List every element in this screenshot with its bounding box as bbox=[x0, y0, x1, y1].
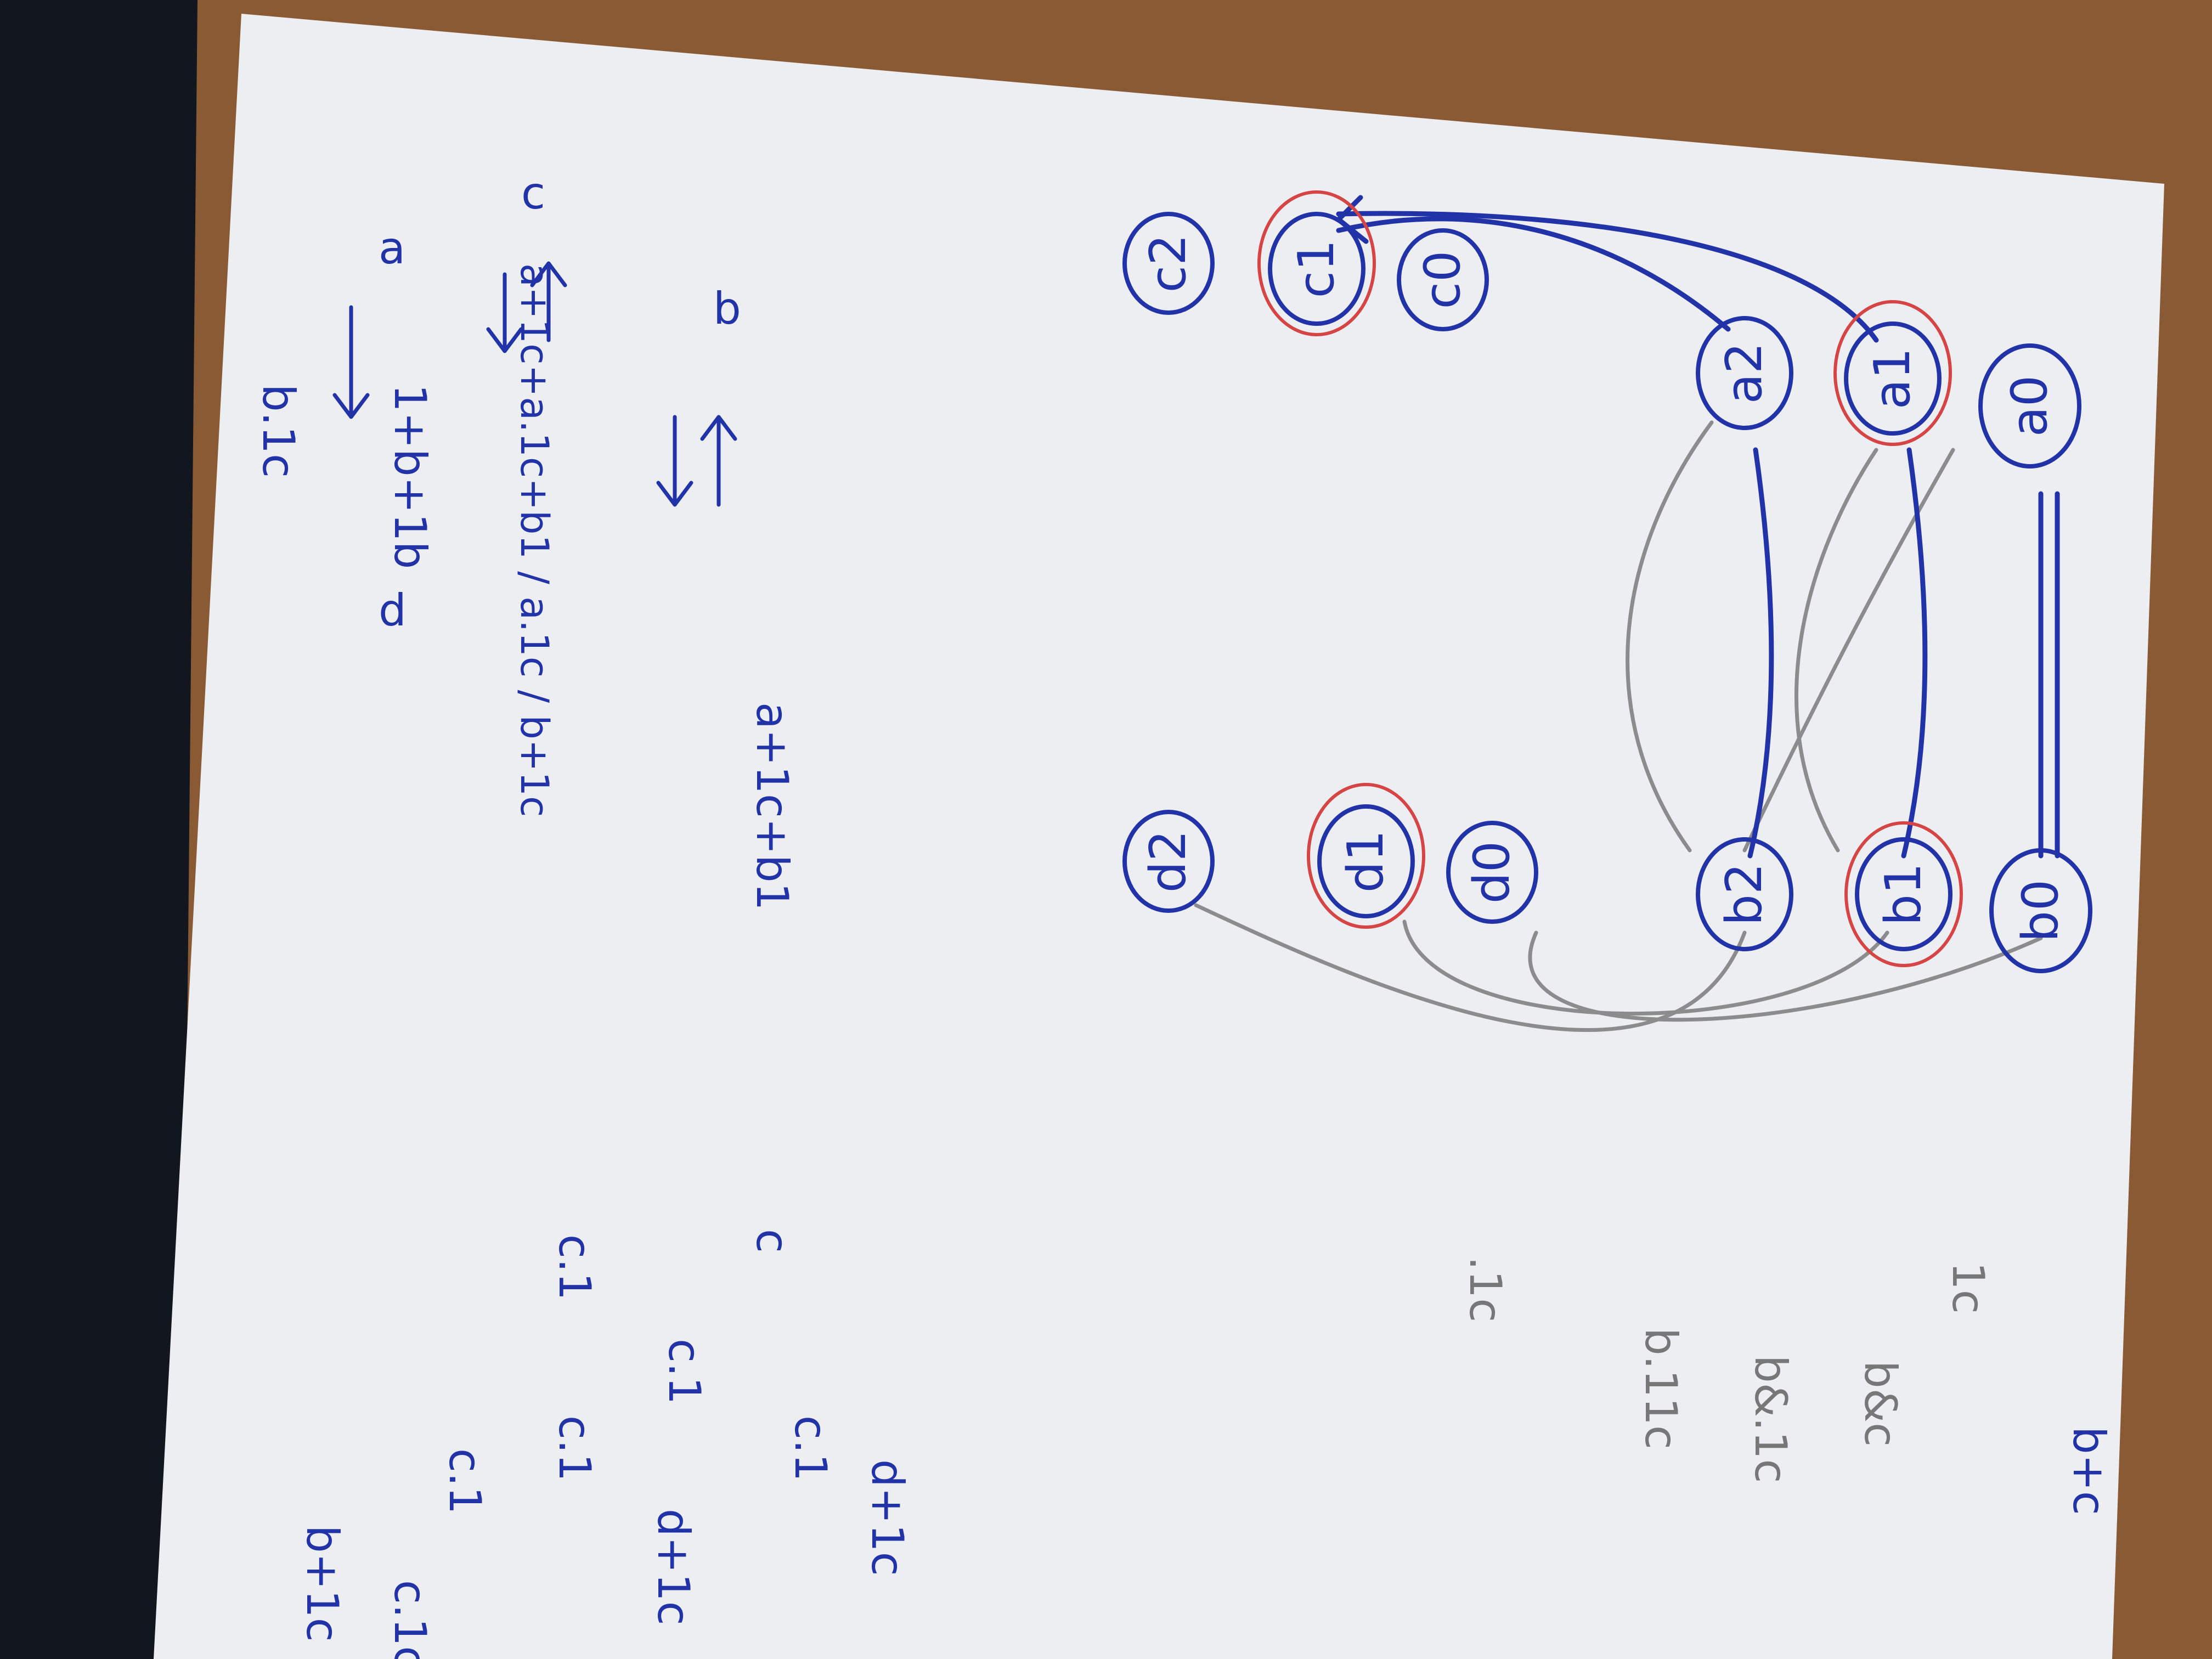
edge-a2-b2 bbox=[1747, 447, 1774, 859]
arrow-down-a bbox=[332, 305, 370, 419]
note-label-d: d bbox=[379, 585, 407, 636]
arrow-up-b bbox=[700, 415, 737, 507]
note-label-a: a bbox=[379, 223, 405, 274]
node-b1 bbox=[1855, 837, 1953, 951]
note-rot-4: c.1 bbox=[549, 1415, 600, 1481]
edge-b1-a1 bbox=[1795, 448, 1878, 853]
edge-b2-d2 bbox=[1194, 903, 1747, 1032]
node-c2 bbox=[1122, 212, 1215, 315]
note-formula-f: .1c bbox=[1460, 1256, 1511, 1322]
edge-b0-d0 bbox=[1528, 930, 2043, 1022]
node-a1 bbox=[1844, 321, 1942, 436]
red-highlights bbox=[1257, 190, 1963, 967]
arrow-down-b bbox=[656, 415, 693, 507]
label-a1: a1 bbox=[1864, 348, 1921, 409]
label-b0: b0 bbox=[2012, 879, 2069, 942]
note-formula-c: b&c bbox=[1855, 1361, 1906, 1447]
label-a0: a0 bbox=[2001, 375, 2058, 437]
arrow-down-c bbox=[486, 272, 523, 353]
note-formula-g: a+1c+b1 bbox=[747, 702, 798, 911]
note-formula-a: b+c bbox=[2063, 1426, 2114, 1515]
note-rot-6: c.1 bbox=[785, 1415, 836, 1481]
handwritten-notes: b+c 1c b&c b&.1c b.11c .1c a+1c+b1 a+1c+… bbox=[253, 168, 2114, 1659]
note-formula-j: b.1c bbox=[253, 384, 304, 478]
note-rot-1: c bbox=[747, 1229, 798, 1253]
node-labels: a0 a1 a2 b0 b1 b2 c0 c1 c2 d0 d1 d2 bbox=[1139, 234, 2069, 943]
label-c1: c1 bbox=[1288, 240, 1345, 298]
label-d2: d2 bbox=[1139, 830, 1197, 893]
edge-b2-a2 bbox=[1626, 420, 1714, 853]
note-rot-9: b+1c bbox=[297, 1525, 348, 1642]
note-rot-2: c.1 bbox=[549, 1234, 600, 1300]
note-label-c: c bbox=[521, 168, 545, 219]
note-rot-3: c.1 bbox=[659, 1339, 710, 1404]
note-formula-h: a+1c+a.1c+b1 / a.1c / b+1c bbox=[512, 263, 557, 817]
node-group bbox=[1122, 212, 2092, 973]
edge-a2-c1 bbox=[1336, 216, 1731, 332]
node-a0 bbox=[1978, 343, 2081, 469]
highlight-b1 bbox=[1844, 821, 1963, 967]
label-a2: a2 bbox=[1716, 342, 1773, 404]
highlight-a1 bbox=[1833, 300, 1952, 446]
paper-sheet bbox=[154, 14, 2164, 1659]
note-rot-10: c.1c bbox=[385, 1580, 436, 1659]
highlight-c1 bbox=[1257, 190, 1376, 336]
label-c2: c2 bbox=[1139, 234, 1197, 293]
node-a2 bbox=[1696, 316, 1793, 430]
label-d0: d0 bbox=[1463, 841, 1521, 904]
note-label-b: b bbox=[713, 283, 741, 334]
pencil-edges bbox=[1194, 420, 2043, 1032]
ink-edges bbox=[1336, 195, 2060, 859]
note-rot-5: c.1 bbox=[439, 1448, 490, 1514]
highlight-d1 bbox=[1307, 783, 1425, 929]
label-c0: c0 bbox=[1414, 251, 1471, 309]
node-d2 bbox=[1122, 810, 1215, 913]
label-b1: b1 bbox=[1875, 863, 1932, 926]
note-formula-i: 1+b+1b bbox=[385, 384, 436, 569]
label-b2: b2 bbox=[1716, 863, 1773, 926]
node-b2 bbox=[1696, 837, 1793, 951]
node-c1 bbox=[1268, 212, 1365, 326]
note-formula-b: 1c bbox=[1943, 1262, 1994, 1314]
edge-b1-d1 bbox=[1402, 919, 1889, 1016]
note-formula-e: b.11c bbox=[1635, 1328, 1686, 1449]
dark-cloth bbox=[0, 0, 198, 1659]
arrow-up-c bbox=[530, 261, 567, 342]
label-d1: d1 bbox=[1337, 830, 1395, 893]
note-arrows bbox=[332, 261, 737, 507]
note-formula-d: b&.1c bbox=[1745, 1355, 1796, 1483]
note-rot-8: d+1c bbox=[648, 1509, 699, 1626]
edge-a1-c1 bbox=[1336, 211, 1879, 343]
edge-a1-b1 bbox=[1901, 447, 1928, 859]
node-d0 bbox=[1446, 821, 1538, 924]
node-c0 bbox=[1397, 228, 1489, 331]
note-rot-7: d+1c bbox=[862, 1459, 913, 1576]
node-d1 bbox=[1317, 804, 1415, 918]
node-b0 bbox=[1989, 848, 2092, 973]
